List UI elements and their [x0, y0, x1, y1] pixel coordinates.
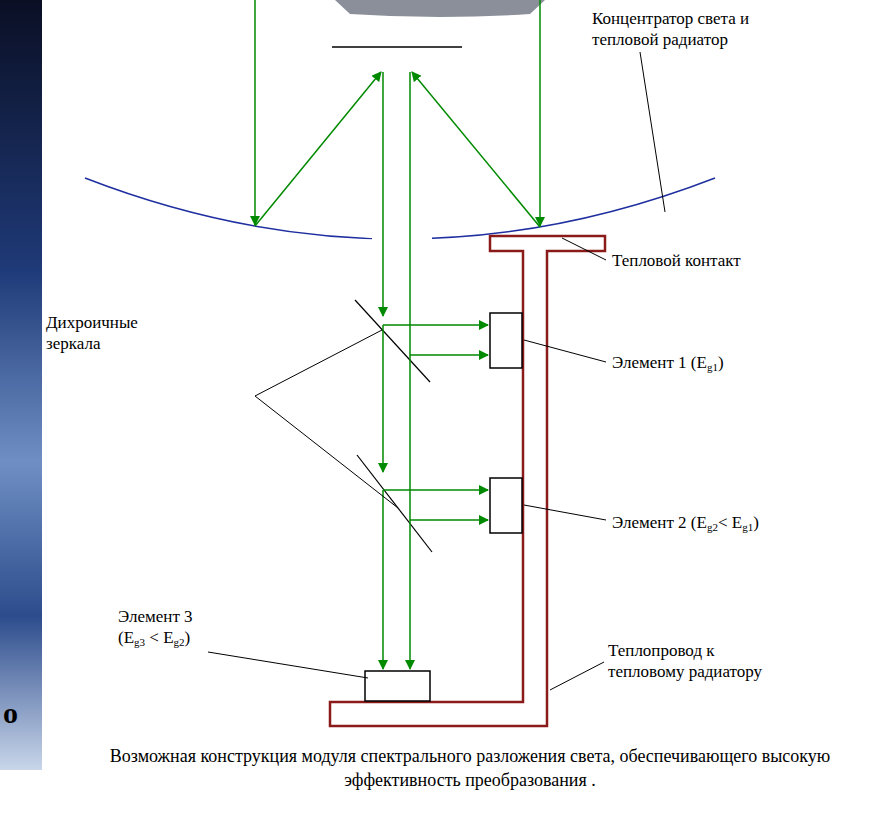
concentrator-hole	[372, 226, 432, 246]
callout-label: Элемент 2 (Eg2< Eg1)	[612, 512, 759, 533]
pv-element	[490, 313, 522, 368]
callout-label: Элемент 1 (Eg1)	[612, 352, 724, 373]
callout-label: Теплопровод к тепловому радиатору	[608, 640, 768, 682]
callout-label: Дихроичные зеркала	[46, 312, 151, 354]
dichroic-mirror	[355, 300, 430, 382]
pv-element	[365, 671, 430, 701]
cut-letter: о	[3, 696, 18, 730]
callout-label: Концентратор света и тепловой радиатор	[592, 8, 787, 50]
satellite-photo	[335, 0, 545, 17]
heat-pipe	[330, 236, 605, 726]
callout-label: Тепловой контакт	[612, 250, 741, 271]
space-photo	[0, 0, 42, 770]
light-rays	[255, 0, 540, 669]
callout-label: Элемент 3 (Eg3 < Eg2)	[118, 606, 214, 648]
caption: Возможная конструкция модуля спектрально…	[80, 744, 860, 792]
pv-element	[490, 478, 522, 533]
leader-lines	[208, 52, 665, 690]
secondary-mirror	[332, 46, 462, 48]
dichroic-mirror	[357, 455, 432, 552]
